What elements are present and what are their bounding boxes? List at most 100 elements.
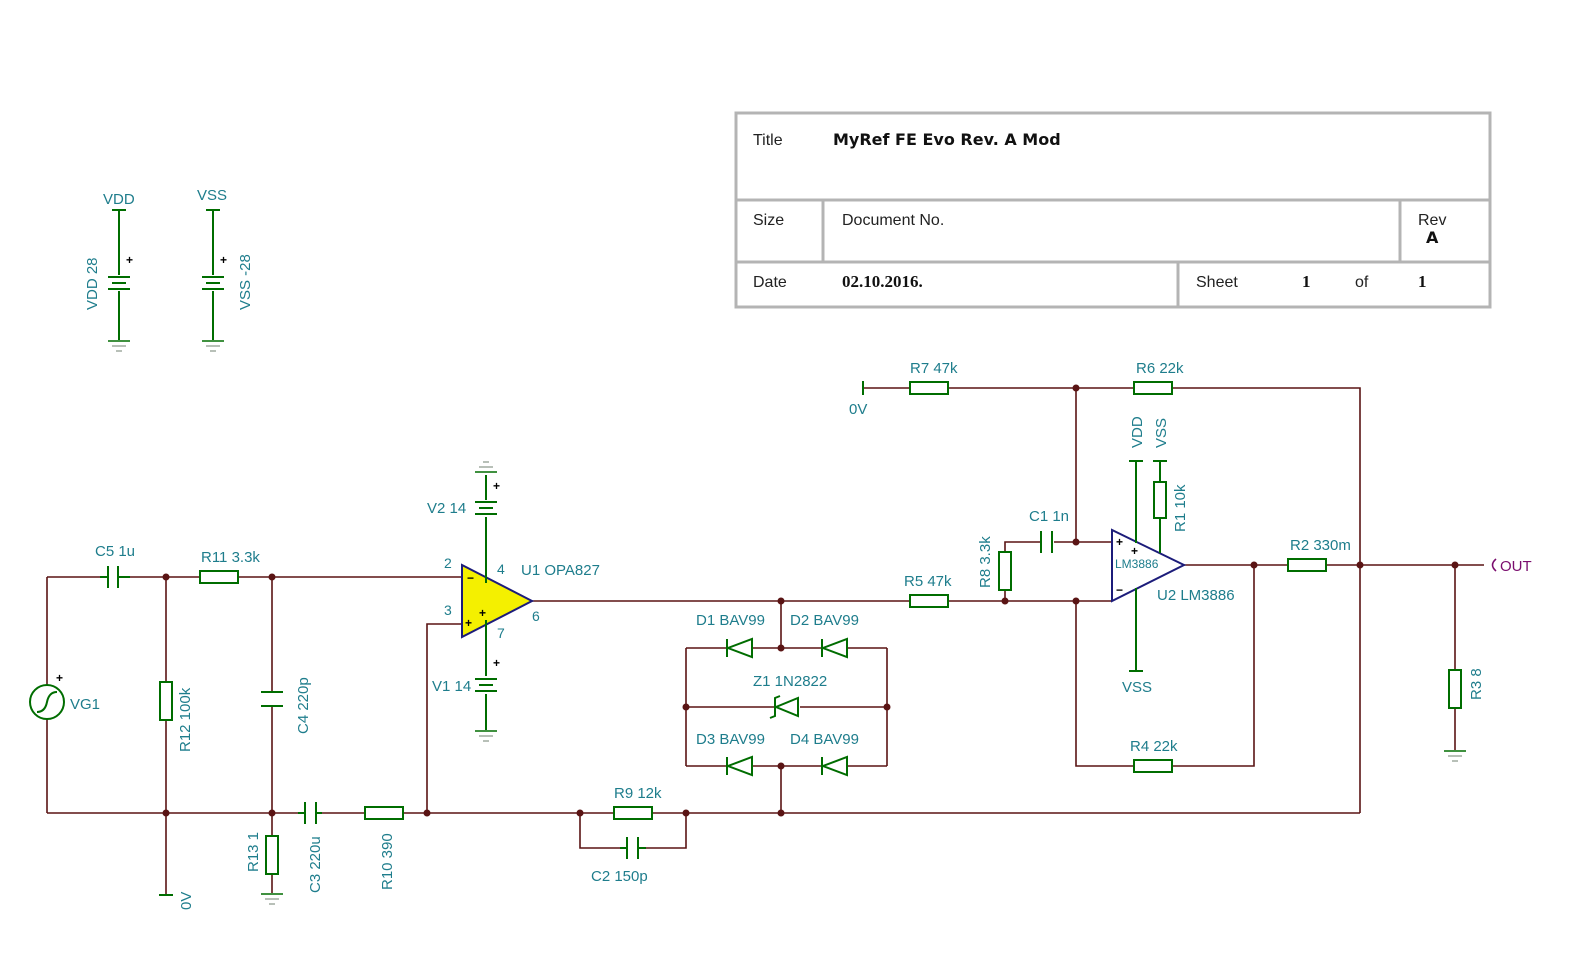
ground-icon (1444, 750, 1466, 762)
d3-label: D3 BAV99 (696, 731, 765, 748)
r5-label: R5 47k (904, 573, 952, 590)
vdd-supply: VDD + VDD 28 (84, 191, 135, 352)
out-port: OUT (1491, 558, 1532, 575)
c5-label: C5 1u (95, 543, 135, 560)
vdd-net-label: VDD (1129, 416, 1146, 448)
junction-dot (423, 809, 431, 817)
date-label: Date (753, 274, 787, 291)
wire (426, 623, 462, 813)
d1-diode: D1 BAV99 (696, 612, 765, 659)
u1-opamp: − + + 2 3 4 6 7 U1 OPA827 (444, 475, 600, 730)
r4-label: R4 22k (1130, 738, 1178, 755)
of-value: 1 (1418, 272, 1427, 291)
zero-v-label: 0V (178, 892, 195, 910)
junction-dot (1072, 384, 1080, 392)
minus-sign: − (1116, 583, 1123, 597)
junctions (162, 384, 1459, 817)
c4-label: C4 220p (295, 677, 312, 734)
junction-dot (777, 597, 785, 605)
r4-resistor: R4 22k (1130, 738, 1178, 773)
wire (1075, 601, 1134, 767)
u1-pin-4: 4 (497, 561, 505, 577)
plus-sign: + (493, 656, 500, 670)
junction-dot (162, 809, 170, 817)
opamp-body-icon (461, 563, 535, 639)
vss-battery-label: VSS -28 (237, 254, 254, 310)
junction-dot (682, 809, 690, 817)
r6-resistor: R6 22k (1133, 360, 1184, 395)
wires (46, 387, 1484, 895)
junction-dot (1072, 597, 1080, 605)
r5-resistor: R5 47k (904, 573, 952, 608)
r10-resistor: R10 390 (364, 806, 404, 890)
vdd-battery-label: VDD 28 (84, 257, 101, 310)
c4-capacitor: C4 220p (261, 677, 312, 734)
plus-sign: + (479, 606, 486, 620)
r2-resistor: R2 330m (1287, 537, 1351, 572)
date-value: 02.10.2016. (842, 272, 923, 291)
c1-label: C1 1n (1029, 508, 1069, 525)
u2-body-label: LM3886 (1115, 557, 1159, 571)
r8-resistor: R8 3.3k (977, 536, 1012, 591)
junction-dot (777, 762, 785, 770)
title-label: Title (753, 132, 783, 149)
plus-sign: + (1116, 535, 1123, 549)
d2-label: D2 BAV99 (790, 612, 859, 629)
vg1-label: VG1 (70, 696, 100, 713)
sheet-value: 1 (1302, 272, 1311, 291)
r3-resistor: R3 8 (1444, 668, 1485, 762)
r11-resistor: R11 3.3k (199, 549, 260, 584)
z1-zener: Z1 1N2822 (753, 673, 827, 719)
junction-dot (1356, 561, 1364, 569)
document-number-label: Document No. (842, 212, 944, 229)
vss-supply: VSS + VSS -28 (197, 187, 254, 352)
r7-label: R7 47k (910, 360, 958, 377)
step-waveform-icon (36, 691, 58, 713)
port-connector-icon (1491, 558, 1497, 572)
r12-resistor: R12 100k (159, 681, 194, 752)
out-label: OUT (1500, 558, 1532, 575)
v2-label: V2 14 (427, 500, 466, 517)
u1-pin-7: 7 (497, 625, 505, 641)
plus-sign: + (465, 616, 472, 630)
battery-icon (202, 276, 224, 290)
junction-dot (682, 703, 690, 711)
u2-label: U2 LM3886 (1157, 587, 1235, 604)
vg1-source: + VG1 (29, 671, 100, 720)
junction-dot (1001, 597, 1009, 605)
u1-pin-3: 3 (444, 602, 452, 618)
r2-label: R2 330m (1290, 537, 1351, 554)
battery-icon (475, 501, 497, 515)
junction-dot (1072, 538, 1080, 546)
zero-volt-net-left: 0V (159, 892, 195, 910)
junction-dot (1451, 561, 1459, 569)
ground-icon (475, 461, 497, 473)
ground-icon (202, 340, 224, 352)
junction-dot (1250, 561, 1258, 569)
junction-dot (777, 644, 785, 652)
vss-net-label: VSS (1153, 418, 1170, 448)
vss-net-label: VSS (197, 187, 227, 204)
u1-label: U1 OPA827 (521, 562, 600, 579)
d2-diode: D2 BAV99 (790, 612, 859, 659)
wire (1172, 387, 1361, 813)
d4-label: D4 BAV99 (790, 731, 859, 748)
c1-capacitor: C1 1n (1029, 508, 1069, 553)
amplifier-body-icon (1111, 528, 1187, 603)
c2-capacitor: C2 150p (591, 837, 648, 885)
vdd-net-label: VDD (103, 191, 135, 208)
d3-diode: D3 BAV99 (696, 731, 765, 777)
c2-label: C2 150p (591, 868, 648, 885)
r11-label: R11 3.3k (201, 549, 260, 566)
ground-icon (261, 893, 283, 905)
v1-battery: + V1 14 (432, 656, 500, 742)
junction-dot (883, 703, 891, 711)
vss-net-label: VSS (1122, 679, 1152, 696)
sheet-label: Sheet (1196, 274, 1238, 291)
battery-icon (108, 276, 130, 290)
plus-sign: + (126, 253, 133, 267)
v1-label: V1 14 (432, 678, 471, 695)
z1-label: Z1 1N2822 (753, 673, 827, 690)
u1-pin-2: 2 (444, 555, 452, 571)
